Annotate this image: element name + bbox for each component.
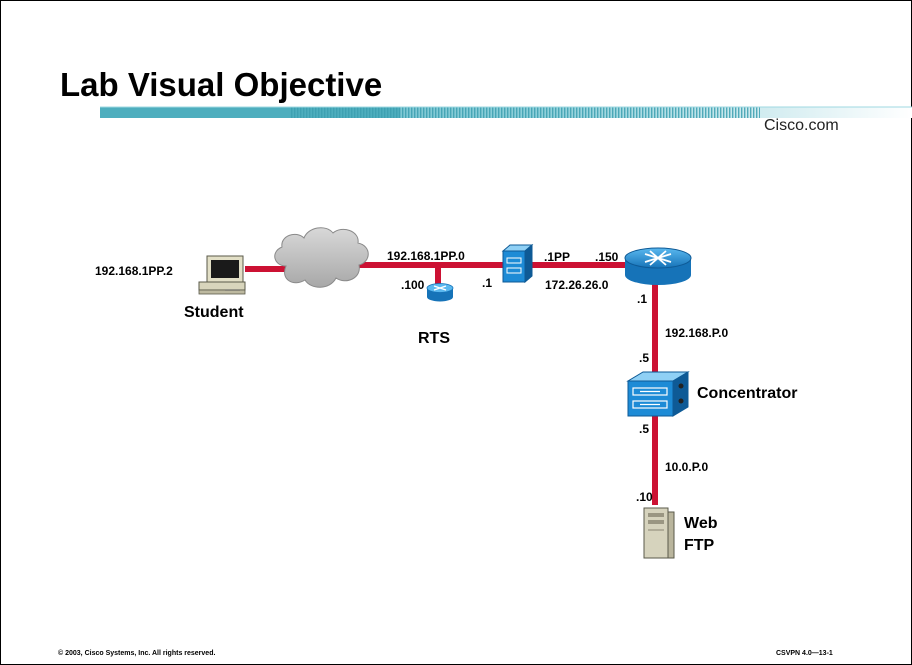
router-down-address-label: .1 xyxy=(637,292,648,306)
concentrator-label: Concentrator xyxy=(697,385,798,402)
rts-address-label: .100 xyxy=(401,278,425,292)
server-address-label: .10 xyxy=(636,490,653,504)
server-network-label: 10.0.P.0 xyxy=(665,460,709,474)
vpn-concentrator-icon xyxy=(626,371,690,417)
router-address-label: .150 xyxy=(595,250,619,264)
cisco-brand: Cisco.com xyxy=(764,117,839,134)
concentrator-top-address-label: .5 xyxy=(639,351,650,365)
title-banner xyxy=(100,106,912,118)
course-footer: CSVPN 4.0—13-1 xyxy=(776,650,833,657)
server-icon xyxy=(643,507,675,559)
student-label: Student xyxy=(184,304,244,321)
router-icon xyxy=(624,247,692,285)
firewall-inside-address-label: .1PP xyxy=(544,250,571,264)
inner-network-label: 172.26.26.0 xyxy=(545,278,609,292)
concentrator-network-label: 192.168.P.0 xyxy=(665,326,729,340)
cloud-icon xyxy=(274,227,369,288)
rts-label: RTS xyxy=(418,330,450,347)
student-ip-label: 192.168.1PP.2 xyxy=(95,264,173,278)
page-title: Lab Visual Objective xyxy=(60,66,383,103)
copyright-footer: © 2003, Cisco Systems, Inc. All rights r… xyxy=(58,650,216,657)
pc-icon xyxy=(198,255,246,295)
web-label: Web xyxy=(684,515,718,532)
router-icon xyxy=(426,283,454,302)
outer-network-label: 192.168.1PP.0 xyxy=(387,249,465,263)
network-links xyxy=(245,262,658,505)
concentrator-bottom-address-label: .5 xyxy=(639,422,650,436)
firewall-outside-address-label: .1 xyxy=(482,276,493,290)
ftp-label: FTP xyxy=(684,537,715,554)
pix-firewall-icon xyxy=(501,243,534,284)
